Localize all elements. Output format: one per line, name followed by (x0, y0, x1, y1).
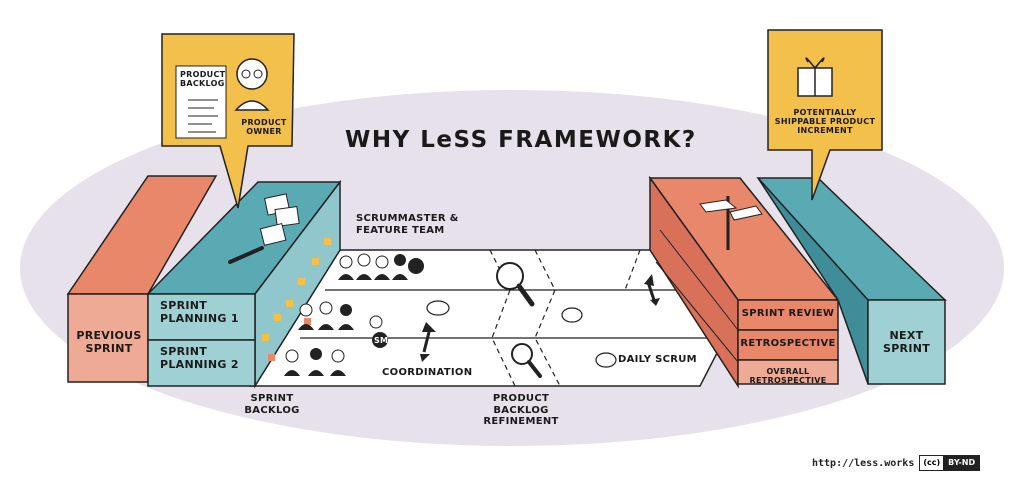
magnifier-icon (496, 262, 535, 307)
magnifier-icon (511, 343, 542, 378)
sticky-note (268, 354, 275, 361)
next-sprint-label: NEXT SPRINT (882, 329, 931, 355)
sprint-review-label: SPRINT REVIEW (741, 308, 835, 319)
refinement-divider-2 (534, 249, 561, 387)
sticky-note (324, 238, 331, 245)
sprint-backlog-label: SPRINT BACKLOG (244, 393, 300, 416)
feature-team-row-2 (298, 301, 388, 348)
product-backlog-label: PRODUCT BACKLOG (180, 70, 226, 89)
sprint-planning-1-label: SPRINT PLANNING 1 (160, 299, 239, 325)
paper-icon (274, 205, 300, 228)
sticky-note (274, 314, 281, 321)
increment-callout (767, 29, 883, 201)
feature-team-row-3 (284, 348, 346, 376)
increment-label: POTENTIALLY SHIPPABLE PRODUCT INCREMENT (774, 108, 876, 136)
next-sprint-front (867, 299, 946, 385)
license-badge[interactable]: (cc) BY-ND (919, 455, 981, 471)
previous-sprint-front (67, 293, 149, 383)
glasses-icon (253, 69, 263, 79)
license-label: BY-ND (944, 456, 980, 470)
previous-sprint-label: PREVIOUS SPRINT (76, 329, 142, 355)
review-block-side (649, 175, 739, 389)
product-owner-icon (236, 58, 268, 90)
sticky-note (262, 334, 269, 341)
product-owner-shoulders (234, 100, 270, 111)
gift-bow (805, 57, 825, 69)
signpost-arrow (699, 199, 738, 213)
feature-team-row-1 (338, 253, 424, 280)
page-title: WHY LeSS FRAMEWORK? (345, 127, 697, 153)
footer-url[interactable]: http://less.works (812, 457, 915, 469)
floor-divider-3 (624, 249, 641, 291)
sm-badge: SM (374, 336, 389, 345)
sticky-note (298, 278, 305, 285)
speech-bubble-icon (595, 352, 617, 368)
product-backlog-sheet (175, 65, 227, 139)
sm-badge: SM (410, 275, 425, 284)
paper-icon (259, 222, 287, 246)
coordination-label: COORDINATION (382, 367, 473, 378)
retrospective-label: RETROSPECTIVE (740, 338, 836, 349)
sprint-review-front (737, 299, 839, 331)
brick-line (655, 261, 739, 363)
speech-bubble-icon (426, 300, 450, 316)
sprint-planning-2-label: SPRINT PLANNING 2 (160, 345, 239, 371)
sync-arrow-icon (644, 274, 660, 306)
signpost-arrow (729, 205, 763, 221)
overall-retrospective-front (737, 359, 839, 385)
sticky-note (286, 300, 293, 307)
overall-retrospective-label: OVERALL RETROSPECTIVE (749, 367, 827, 386)
pen-icon (228, 246, 264, 264)
sprint-planning-2-front (147, 339, 256, 387)
footer: http://less.works (cc) BY-ND (812, 455, 981, 471)
glasses-icon (241, 69, 251, 79)
sticky-note (312, 258, 319, 265)
daily-scrum-label: DAILY SCRUM (618, 354, 697, 365)
scrummaster-team-label: SCRUMMASTER & FEATURE TEAM (356, 213, 459, 236)
speech-bubble-icon (561, 307, 583, 323)
product-owner-label: PRODUCT OWNER (241, 118, 287, 137)
product-backlog-refinement-label: PRODUCT BACKLOG REFINEMENT (483, 393, 559, 427)
cc-icon: (cc) (920, 456, 945, 470)
coordination-arrow-icon (420, 322, 436, 362)
brick-line (659, 229, 739, 331)
sticky-note (304, 318, 311, 325)
